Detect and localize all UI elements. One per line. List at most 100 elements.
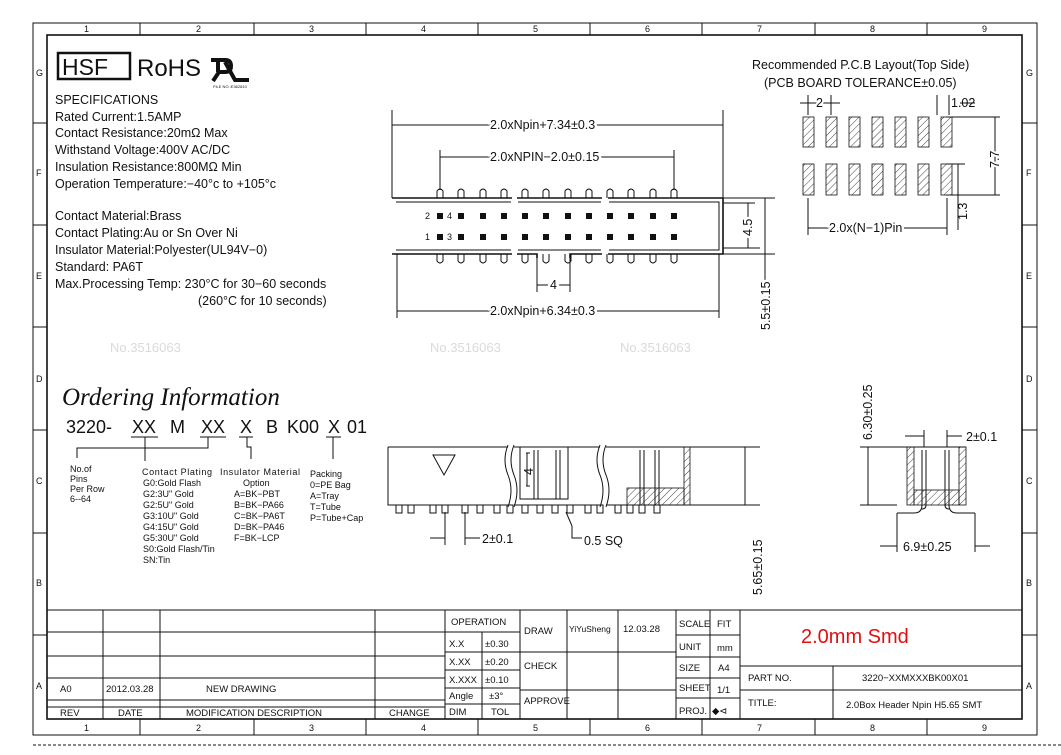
watermarks: No.3516063 No.3516063 No.3516063 <box>110 340 691 355</box>
spec-line: (260°C for 10 seconds) <box>198 294 327 308</box>
header-description: MODIFICATION DESCRIPTION <box>186 708 322 719</box>
pcb-pad <box>917 116 930 148</box>
side-pin <box>395 504 403 514</box>
pcb-pad <box>802 116 815 148</box>
pin-tail <box>500 254 508 264</box>
spec-line: Contact Resistance:20mΩ Max <box>55 126 228 140</box>
row-label: D <box>1026 374 1033 384</box>
pin-square <box>671 213 677 219</box>
plating-heading: Contact Plating <box>142 467 212 477</box>
spec-line: Withstand Voltage:400V AC/DC <box>55 143 230 157</box>
packing-option: T=Tube <box>310 502 341 512</box>
pin-tail <box>457 188 465 198</box>
packing-option: 0=PE Bag <box>310 480 351 490</box>
row-labels-right: G F E D C B A <box>1026 68 1033 691</box>
pin-tail <box>670 254 678 264</box>
col-label: 4 <box>421 24 426 34</box>
col-label: 1 <box>84 24 89 34</box>
spec-line: Insulation Resistance:800MΩ Min <box>55 160 242 174</box>
plating-option: G4:15U" Gold <box>143 522 199 532</box>
sheet-value: 1/1 <box>717 685 730 696</box>
col-label: 7 <box>757 24 762 34</box>
code-plating: XX <box>201 417 225 437</box>
insulator-option: A=BK−PBT <box>234 489 281 499</box>
sheet-frame <box>32 22 1061 746</box>
col-label: 3 <box>309 723 314 733</box>
size-value: A4 <box>718 663 730 674</box>
dim-body-width: 5.5±0.15 <box>759 281 773 330</box>
pcb-pad <box>871 116 884 148</box>
pcb-pad <box>825 163 838 196</box>
side-pin <box>407 504 415 514</box>
top-view-pins <box>436 188 678 264</box>
projection-label: PROJ. <box>679 706 707 717</box>
spec-line: Rated Current:1.5AMP <box>55 110 181 124</box>
scale-value: FIT <box>717 619 731 630</box>
col-label: 6 <box>645 723 650 733</box>
ul-logo-icon <box>211 58 249 83</box>
size-label: SIZE <box>679 663 700 674</box>
pin-square <box>501 234 507 240</box>
code-prefix: 3220- <box>66 417 112 437</box>
packing-option: P=Tube+Cap <box>310 513 363 523</box>
row-label: C <box>36 476 43 486</box>
pcb-pad <box>894 116 907 148</box>
insulator-heading: Insulator Material <box>220 467 300 477</box>
pin-square <box>628 213 634 219</box>
code-k00: K00 <box>287 417 319 437</box>
revision-description: NEW DRAWING <box>206 684 276 695</box>
pins-label: No.of <box>70 464 92 474</box>
pin-label: 2 <box>425 211 430 221</box>
tolerance-value: ±0.10 <box>485 675 509 686</box>
pin-tail <box>585 254 593 264</box>
pin-square <box>586 213 592 219</box>
pcb-layout-title: Recommended P.C.B Layout(Top Side) <box>752 58 969 72</box>
pcb-pad <box>825 116 838 148</box>
dim-pad-total: 2.0x(N−1)Pin <box>829 221 902 235</box>
side-pin <box>626 504 634 514</box>
dim-pad-pitch: 2 <box>816 96 823 110</box>
pcb-pads <box>802 116 953 196</box>
pin-label: 3 <box>447 232 452 242</box>
certification-logos: HSF RoHS FILE NO.:E362810 <box>56 51 249 89</box>
pin-tail <box>521 254 529 264</box>
end-view: 6.30±0.25 2±0.1 6.9±0.25 <box>860 384 997 554</box>
dim-pad-span: 7.7 <box>988 151 1002 168</box>
plating-option: G5:30U" Gold <box>143 533 199 543</box>
watermark-text: No.3516063 <box>620 340 691 355</box>
col-label: 2 <box>196 24 201 34</box>
dim-key-width: 4 <box>550 278 557 292</box>
pin-tail <box>564 254 572 264</box>
pin-tail <box>564 188 572 198</box>
row-label: E <box>1026 271 1032 281</box>
pcb-pad <box>940 163 953 196</box>
top-view: 2 4 1 3 2.0xNpin+7.34±0.3 2.0xNPIN−2.0±0… <box>391 110 776 333</box>
side-pin <box>584 504 592 514</box>
dim-end-width: 6.9±0.25 <box>903 540 952 554</box>
spec-line: Max.Processing Temp: 230°C for 30−60 sec… <box>55 277 326 291</box>
code-packing: X <box>328 417 340 437</box>
pcb-pad <box>871 163 884 196</box>
dim-pin-size: 0.5 SQ <box>584 534 623 548</box>
unit-label: UNIT <box>679 642 701 653</box>
row-label: F <box>36 168 42 178</box>
side-pin <box>638 504 646 514</box>
pin-square <box>543 213 549 219</box>
pin-square <box>650 213 656 219</box>
side-pin <box>461 504 469 514</box>
pcb-pad <box>848 116 861 148</box>
drawn-by: YiYuSheng <box>569 624 611 634</box>
col-label: 8 <box>870 24 875 34</box>
insulator-option: F=BK−LCP <box>234 533 280 543</box>
dim-end-pitch: 2±0.1 <box>966 430 997 444</box>
tolerance-dim: X.X <box>449 639 465 650</box>
pin-square <box>565 234 571 240</box>
code-b: B <box>266 417 278 437</box>
pin-square <box>522 234 528 240</box>
row-label: D <box>36 374 43 384</box>
pin-tail <box>479 254 487 264</box>
pcb-pad <box>917 163 930 196</box>
pin-tail <box>606 188 614 198</box>
tol-label: TOL <box>491 707 509 718</box>
dim-pin-pitch: 2±0.1 <box>482 532 513 546</box>
